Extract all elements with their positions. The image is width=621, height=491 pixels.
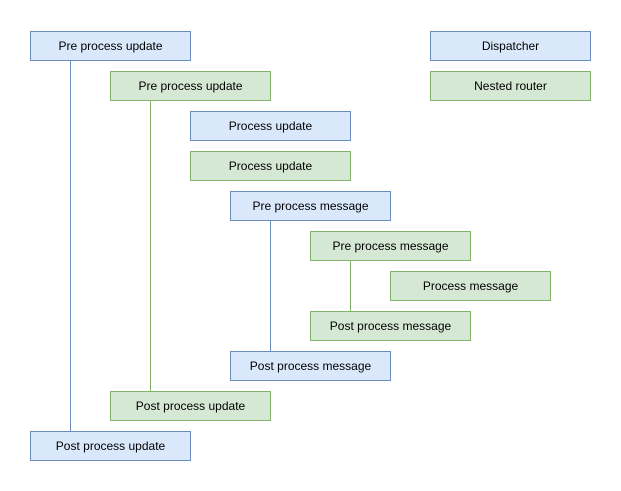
node-post-process-update-outer[interactable]: Post process update bbox=[30, 431, 191, 461]
node-pre-process-update-inner[interactable]: Pre process update bbox=[110, 71, 271, 101]
node-dispatcher[interactable]: Dispatcher bbox=[430, 31, 591, 61]
node-process-message[interactable]: Process message bbox=[390, 271, 551, 301]
node-process-update-outer[interactable]: Process update bbox=[190, 111, 351, 141]
connector-pre-to-post-process-message-inner[interactable] bbox=[350, 261, 351, 311]
node-nested-router[interactable]: Nested router bbox=[430, 71, 591, 101]
node-post-process-message-outer[interactable]: Post process message bbox=[230, 351, 391, 381]
connector-pre-to-post-process-update-outer[interactable] bbox=[70, 61, 71, 431]
connector-pre-to-post-process-message-outer[interactable] bbox=[270, 221, 271, 351]
node-pre-process-message-outer[interactable]: Pre process message bbox=[230, 191, 391, 221]
connector-pre-to-post-process-update-inner[interactable] bbox=[150, 101, 151, 391]
node-pre-process-update-outer[interactable]: Pre process update bbox=[30, 31, 191, 61]
node-post-process-update-inner[interactable]: Post process update bbox=[110, 391, 271, 421]
node-process-update-inner[interactable]: Process update bbox=[190, 151, 351, 181]
node-post-process-message-inner[interactable]: Post process message bbox=[310, 311, 471, 341]
node-pre-process-message-inner[interactable]: Pre process message bbox=[310, 231, 471, 261]
